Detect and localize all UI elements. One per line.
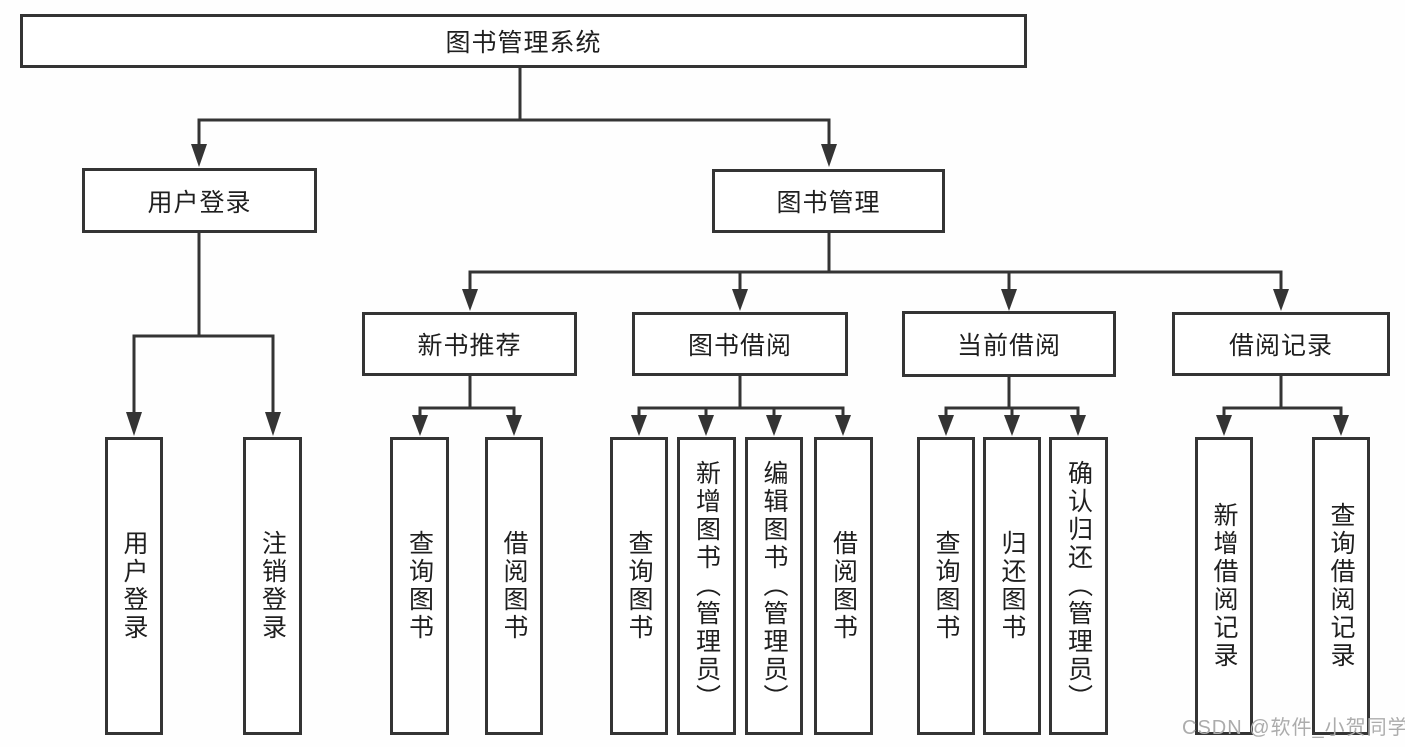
leaf-records-query-record: 查询借阅记录 [1312,437,1370,735]
edge-new-book-to-leaves [412,374,522,436]
leaf-borrow-edit-book-admin: 编辑图书（管理员） [745,437,803,735]
edge-user-login-to-leaves [126,231,281,436]
leaf-logout: 注销登录 [243,437,302,735]
edge-book-management-to-level3 [462,231,1289,311]
leaf-current-query-book: 查询图书 [917,437,975,735]
edge-root-to-level2 [191,66,837,167]
leaf-current-return-book: 归还图书 [983,437,1041,735]
node-book-management: 图书管理 [712,169,945,233]
leaf-borrow-add-book-admin: 新增图书（管理员） [677,437,736,735]
leaf-newbook-borrow-book: 借阅图书 [485,437,543,735]
leaf-current-confirm-return-admin: 确认归还（管理员） [1049,437,1108,735]
leaf-borrow-query-book: 查询图书 [610,437,668,735]
node-new-book-recommend: 新书推荐 [362,312,577,376]
edge-borrow-records-to-leaves [1216,374,1349,436]
leaf-user-login: 用户登录 [105,437,163,735]
node-current-borrow: 当前借阅 [902,311,1116,377]
node-borrow-records: 借阅记录 [1172,312,1390,376]
leaf-newbook-query-book: 查询图书 [390,437,449,735]
edge-book-borrow-to-leaves [631,374,851,436]
leaf-records-add-record: 新增借阅记录 [1195,437,1253,735]
edge-current-borrow-to-leaves [938,374,1086,436]
csdn-watermark: CSDN @软件_小贺同学 [1182,717,1405,739]
node-book-borrow: 图书借阅 [632,312,848,376]
node-root-system: 图书管理系统 [20,14,1027,68]
leaf-borrow-borrow-book: 借阅图书 [814,437,873,735]
node-user-login: 用户登录 [82,168,317,233]
